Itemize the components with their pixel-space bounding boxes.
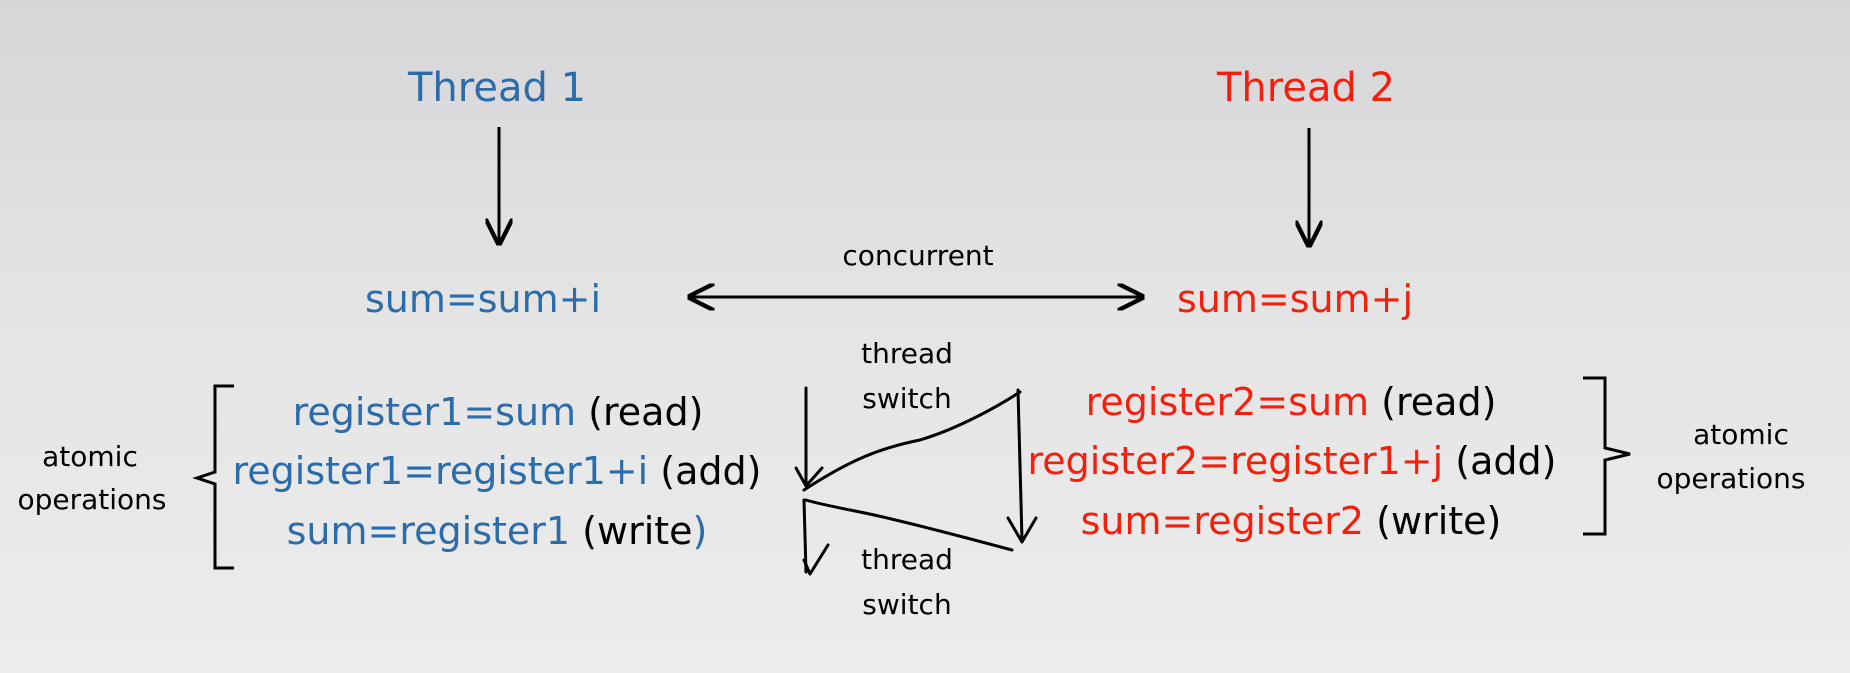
left-brace-label-1: atomic [42,440,138,473]
thread2-op-kind: (read) [1381,380,1497,424]
thread2-op-code: register2=sum [1085,380,1370,424]
thread2-op-kind: (write) [1376,499,1502,543]
thread1-op-add: register1=register1+i (add) [233,452,762,490]
thread2-op-kind: (add) [1455,439,1557,483]
thread-switch-top-line2: switch [862,382,952,415]
thread1-op-kind: (write [582,509,693,553]
thread2-op-add: register2=register1+j (add) [1028,442,1557,480]
thread2-op-read: register2=sum (read) [1086,383,1497,421]
left-brace-label-2: operations [17,483,167,516]
thread2-op-code: register2=register1+j [1027,439,1444,483]
right-brace [1583,376,1631,536]
thread1-op-code: register1=register1+i [232,449,649,493]
left-brace [192,384,234,570]
right-brace-label-2: operations [1656,462,1806,495]
thread2-op-write: sum=register2 (write) [1081,502,1502,540]
thread-switch-bottom-line1: thread [861,543,953,576]
thread1-op-write: sum=register1 (write) [287,512,708,550]
thread1-op-code: register1=sum [292,390,577,434]
thread-switch-bottom-line2: switch [862,588,952,621]
thread2-statement: sum=sum+j [1176,277,1414,321]
right-brace-label-1: atomic [1693,418,1789,451]
thread1-op-kind: (add) [660,449,762,493]
thread-switch-sketch [794,386,1038,576]
thread-switch-top-line1: thread [861,337,953,370]
thread2-op-code: sum=register2 [1080,499,1365,543]
thread1-statement: sum=sum+i [364,277,602,321]
concurrent-label: concurrent [842,239,994,272]
thread1-op-kind-close: ) [692,509,708,553]
thread1-title: Thread 1 [407,65,587,111]
thread1-op-kind: (read) [588,390,704,434]
thread1-op-read: register1=sum (read) [293,393,704,431]
thread1-op-code: sum=register1 [286,509,571,553]
thread2-title: Thread 2 [1216,65,1396,111]
